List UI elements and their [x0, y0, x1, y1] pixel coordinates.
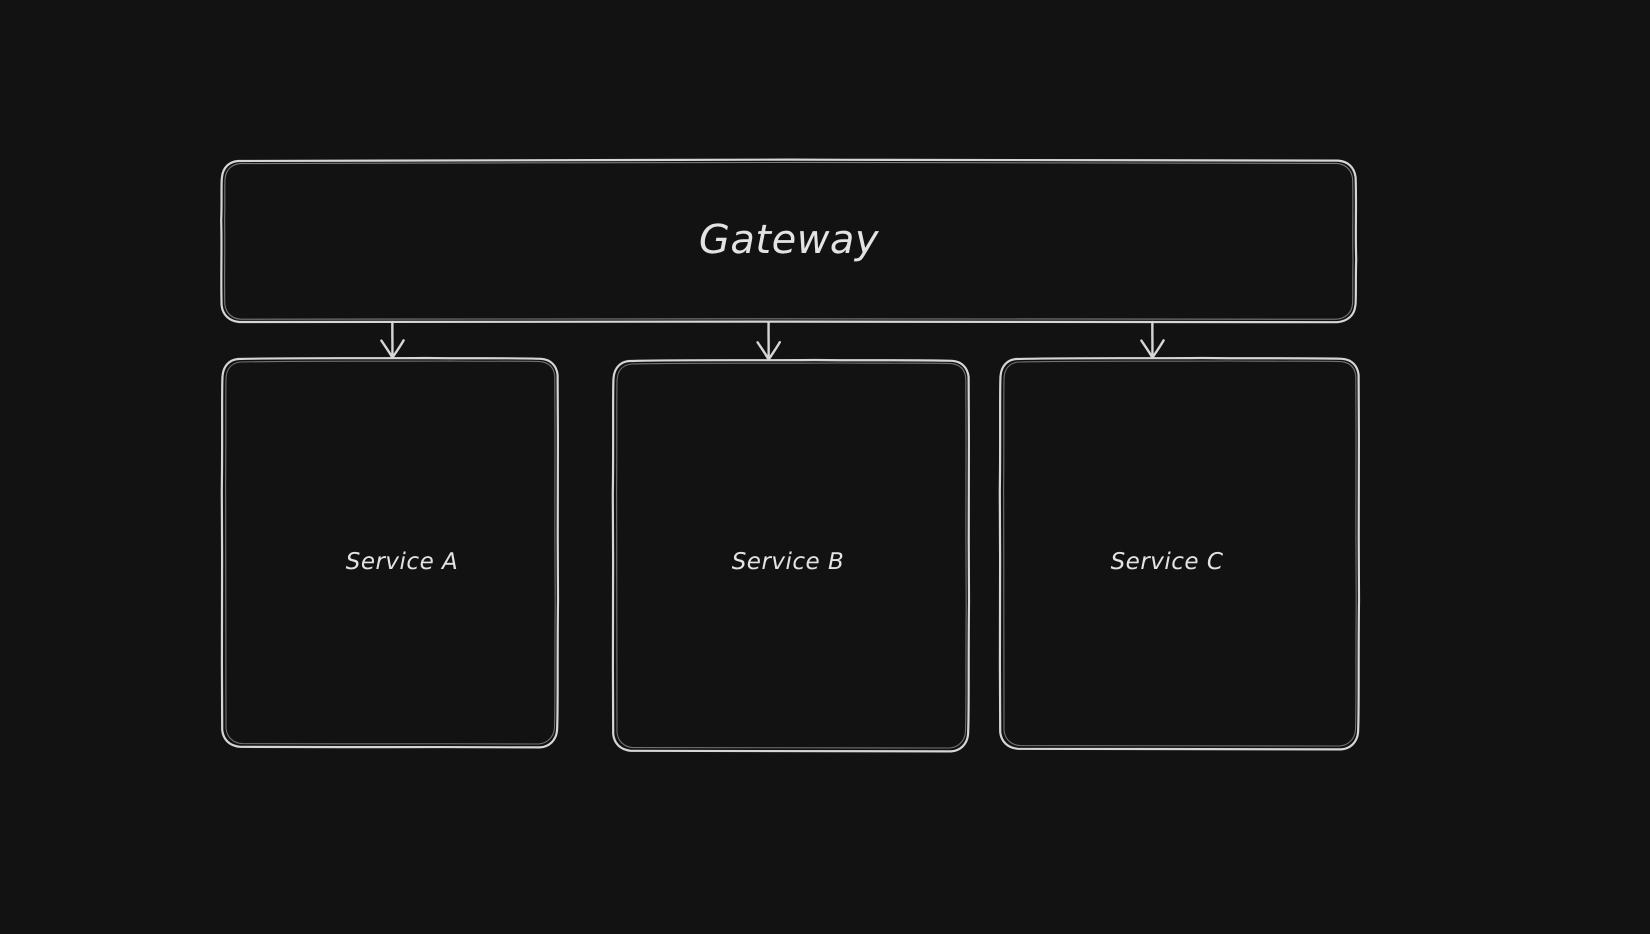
gateway-box-outline-pass2 — [224, 161, 1354, 320]
gateway-node-hit-area[interactable] — [222, 160, 1356, 322]
service-c-box-outline[interactable] — [998, 356, 1361, 751]
arrow-head-b — [756, 341, 781, 361]
node-service-a[interactable] — [220, 356, 560, 749]
node-service-b[interactable] — [611, 358, 971, 753]
service-a-box-outline-pass2 — [225, 360, 556, 745]
edge-gateway-to-service-c[interactable] — [1140, 320, 1165, 359]
service-c-node-hit-area[interactable] — [1000, 358, 1358, 750]
arrow-head-c — [1140, 339, 1165, 359]
service-a-node-hit-area[interactable] — [222, 358, 557, 748]
node-service-c[interactable] — [998, 356, 1361, 751]
service-b-node-hit-area[interactable] — [613, 360, 968, 752]
edge-gateway-to-service-a[interactable] — [380, 320, 405, 359]
service-a-box-outline[interactable] — [220, 356, 560, 749]
edge-gateway-to-service-b[interactable] — [756, 320, 781, 361]
service-b-box-outline-pass2 — [616, 362, 967, 749]
service-b-box-outline[interactable] — [611, 358, 971, 753]
node-gateway[interactable] — [220, 158, 1358, 324]
arrow-head-a — [380, 339, 405, 359]
gateway-box-outline[interactable] — [220, 158, 1358, 324]
service-c-box-outline-pass2 — [1003, 360, 1357, 747]
